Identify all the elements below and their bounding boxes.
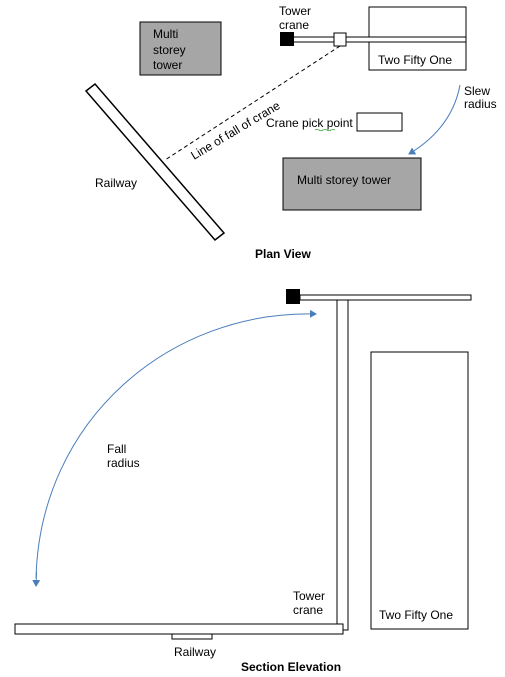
elevation-two-fifty-one-building [370, 351, 469, 630]
plan-slew-radius-arrow [408, 84, 461, 155]
plan-tower-crane-label-2: crane [279, 18, 309, 32]
elevation-two-fifty-one-label: Two Fifty One [379, 608, 453, 622]
plan-multi-storey-small-label-1: Multi [153, 27, 178, 41]
plan-crane-jib [292, 36, 467, 43]
plan-two-fifty-one-label: Two Fifty One [378, 53, 452, 67]
elevation-fall-radius-label-2: radius [107, 456, 140, 470]
elevation-ground-bar [14, 623, 344, 635]
section-elevation: Railway Two Fifty One Tower crane Fall r… [14, 289, 472, 674]
elevation-crane-jib [299, 294, 472, 301]
elevation-fall-radius-label-1: Fall [107, 442, 126, 456]
plan-crane-mast [280, 32, 294, 46]
plan-pick-point-box [356, 112, 403, 132]
elevation-railway-label: Railway [174, 645, 216, 659]
plan-pick-point-label: Crane pick point [266, 116, 353, 130]
elevation-tower-crane-label-1: Tower [293, 589, 325, 603]
plan-slew-radius-label-2: radius [464, 97, 497, 111]
plan-multi-storey-tower-large [282, 157, 422, 211]
plan-crane-trolley [333, 32, 347, 47]
elevation-title: Section Elevation [241, 660, 341, 674]
elevation-fall-radius-arrow [35, 309, 317, 579]
plan-view-title: Plan View [255, 247, 311, 261]
elevation-crane-cab [286, 289, 300, 304]
plan-multi-storey-tower-small [139, 21, 222, 76]
plan-line-of-fall-label: Line of fall of crane [188, 98, 282, 162]
plan-slew-radius-label-1: Slew [464, 84, 490, 98]
plan-tower-crane-label-1: Tower [279, 4, 311, 18]
plan-railway-label: Railway [95, 176, 137, 190]
elevation-tower-crane-label-2: crane [293, 603, 323, 617]
elevation-crane-mast [336, 299, 349, 631]
elevation-railway [171, 633, 213, 640]
plan-multi-storey-small-label-2: storey [153, 43, 186, 57]
plan-view: Multi storey tower Tower crane Two Fifty… [84, 4, 497, 261]
elevation-fall-radius-arrow-start [32, 571, 41, 587]
plan-multi-storey-small-label-3: tower [153, 58, 182, 72]
plan-railway [84, 82, 226, 242]
plan-multi-storey-large-label: Multi storey tower [297, 173, 391, 187]
plan-pick-point-underline [314, 128, 336, 132]
